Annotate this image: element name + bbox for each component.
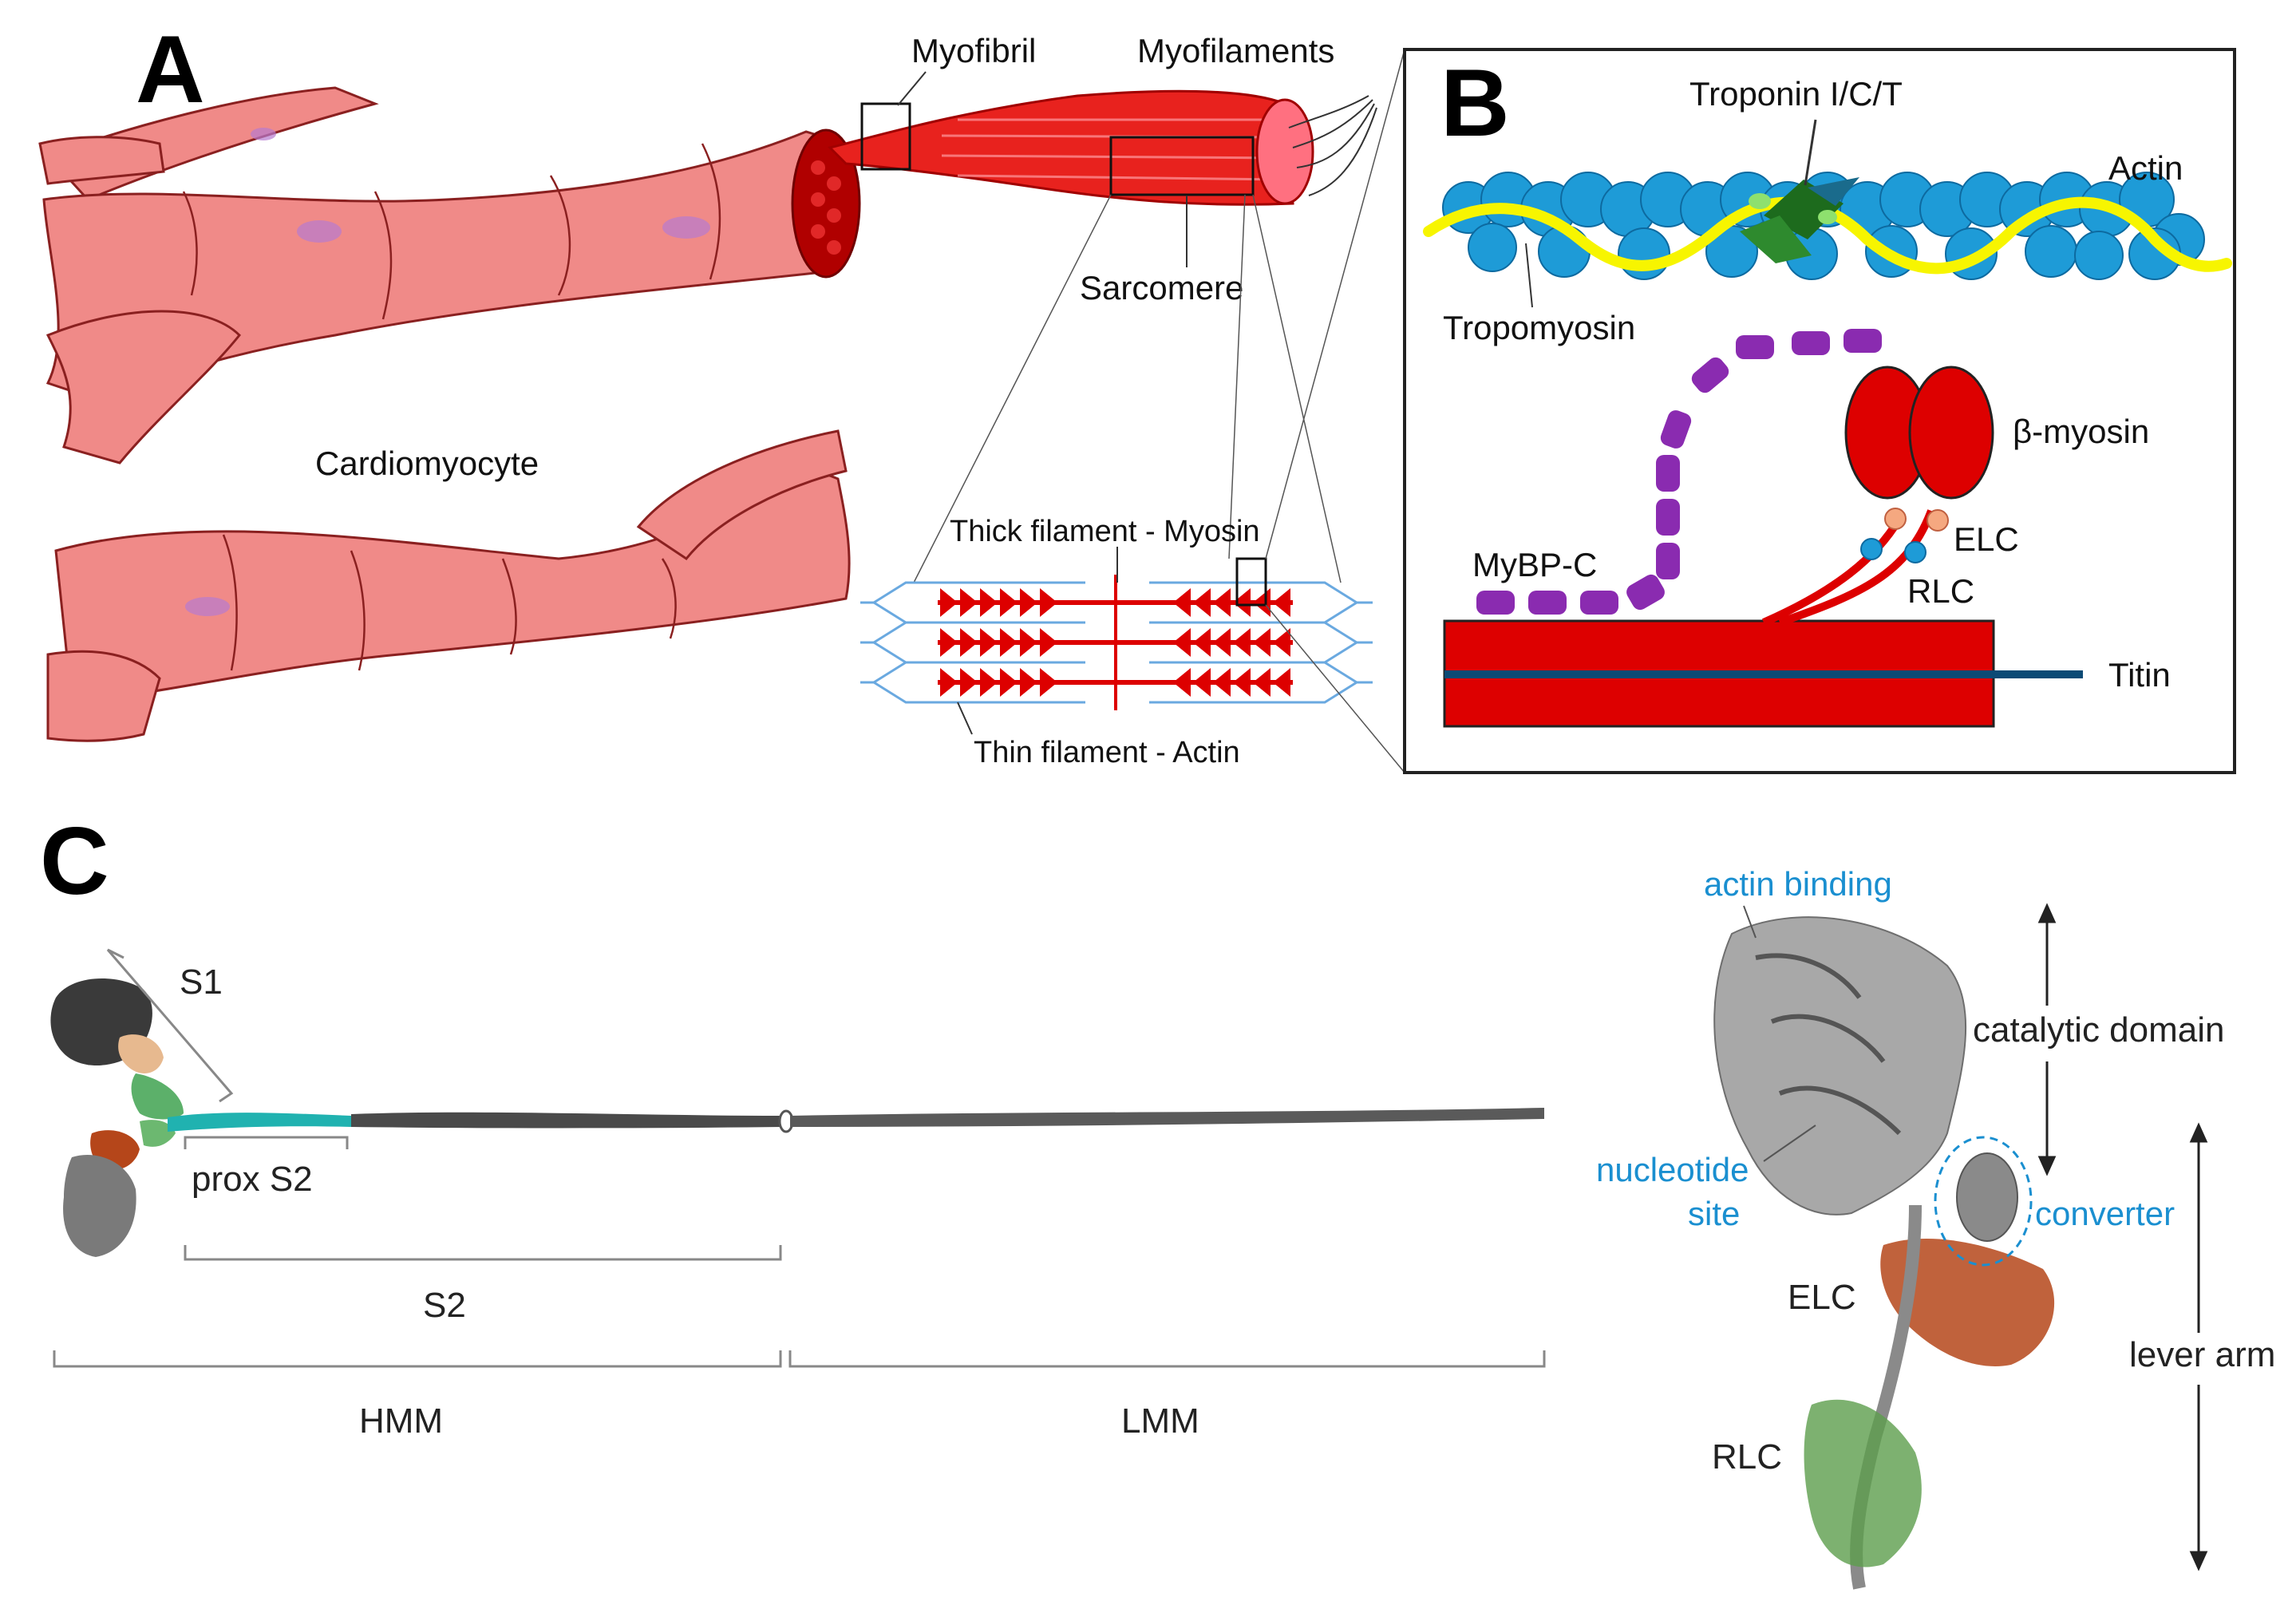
panel-c-letter: C [40,808,109,915]
detail-box [1235,557,1267,607]
nucleus [297,220,342,243]
beta-myosin-label: β-myosin [2013,413,2149,450]
actin-binding-label: actin binding [1704,865,1892,903]
s2-label: S2 [423,1286,466,1325]
rlc-circle [1904,541,1927,563]
rlc-circle [1860,538,1883,560]
myofilaments-label: Myofilaments [1137,32,1334,69]
sarcomere-box [1109,136,1255,196]
thin-filaments [860,581,1373,704]
prox-s2-segment [168,1113,351,1132]
myofilament-pointers [1288,95,1377,196]
intercalated-discs [182,143,721,671]
myofibril-box [860,102,911,171]
rlc-label-c: RLC [1712,1437,1782,1476]
disc [549,175,571,296]
s1-label: S1 [180,963,223,1002]
myofibril-dots [811,160,841,255]
hmm-label: HMM [359,1401,443,1441]
lmm-bracket [788,1350,1546,1368]
beta-myosin [1761,366,1994,627]
main-cell-lower [45,310,242,464]
myosin-heads [940,588,1290,697]
lever-arm-label: lever arm [2129,1335,2275,1374]
nucleus [251,128,276,140]
lmm-label: LMM [1121,1401,1199,1441]
titin-label: Titin [2108,656,2171,694]
lower-branch [636,429,848,561]
elc-circle [1927,509,1949,532]
nucleus [662,216,710,239]
elc-label-b: ELC [1954,520,2019,558]
myosin-s1-structure [50,978,184,1257]
elc-circle [1884,508,1907,530]
cardiomyocyte-illustration [38,86,856,742]
elc-label-c: ELC [1788,1278,1856,1317]
tropomyosin-leader [1525,243,1533,308]
nucleotide-site-label-2: site [1688,1195,1740,1232]
mybp-c-label: MyBP-C [1472,546,1597,583]
tropomyosin-label: Tropomyosin [1443,309,1635,346]
catalytic-domain-arrow [2037,903,2057,1176]
myosin-tail-lmm [790,1108,1544,1127]
disc [373,191,393,320]
zoom-lines-b [1265,49,1405,773]
nuclei [185,128,710,616]
actin-binding-leader [1743,905,1757,939]
troponin-leader [1804,119,1817,186]
disc [182,191,198,296]
converter-label: converter [2035,1195,2175,1232]
converter-ribbon [1956,1152,2018,1242]
rlc-ribbon [1804,1399,1922,1567]
myosin-tail-hmm [351,1112,782,1129]
disc [350,550,366,671]
lower-cell [54,461,851,704]
hmm-bracket [53,1350,782,1368]
s1-bracket [106,948,234,1103]
tropomyosin-strand [1423,196,2232,275]
myofibril-label: Myofibril [911,32,1036,69]
thin-filament-leader [957,702,973,735]
nucleotide-site-label: nucleotide [1596,1151,1749,1188]
disc [661,558,677,639]
thick-filament-label: Thick filament - Myosin [950,515,1260,548]
lever-arm-arrow [2189,1122,2208,1571]
panel-a: A [38,16,1405,773]
disc [501,558,517,655]
nucleotide-leader [1763,1125,1816,1162]
zoom-lines-a [913,194,1342,583]
panel-a-letter: A [136,16,205,123]
cardiomyocyte-label: Cardiomyocyte [315,445,539,482]
prox-s2-bracket [184,1136,349,1149]
panel-c: C S1 prox S2 S2 HMM LMM [40,808,2275,1590]
myofibril-fiber [828,89,1294,206]
troponin-label: Troponin I/C/T [1689,75,1903,113]
myofibril-end [1255,98,1314,205]
panel-b-letter: B [1440,49,1510,156]
elc-ribbon [1880,1238,2055,1366]
s2-bracket [184,1245,782,1261]
nucleus [185,597,230,616]
catalytic-domain-label: catalytic domain [1973,1010,2224,1050]
panel-b: B Troponin I/C/T Actin Tropomyosin [1403,48,2236,774]
upper-branch-2 [38,136,165,185]
catalytic-domain-ribbon [1713,916,1967,1216]
myofibril-leader [897,71,927,106]
prox-s2-label: prox S2 [192,1160,313,1199]
actin-label: Actin [2108,149,2183,187]
mybp-c [1476,329,1882,615]
myosin-ribbon-structure [1713,916,2055,1590]
bottom-stub [46,650,161,742]
rlc-label-b: RLC [1907,572,1974,610]
disc [222,534,238,671]
sarcomere-label: Sarcomere [1080,269,1243,306]
disc [701,143,721,280]
thin-filament-label: Thin filament - Actin [974,736,1240,769]
myocyte-cross-section [791,128,861,279]
converter-highlight [1934,1136,2033,1267]
troponin-complex [1740,177,1859,263]
sarcomere-schematic: Thick filament - Myosin Thin filament - … [860,515,1373,769]
